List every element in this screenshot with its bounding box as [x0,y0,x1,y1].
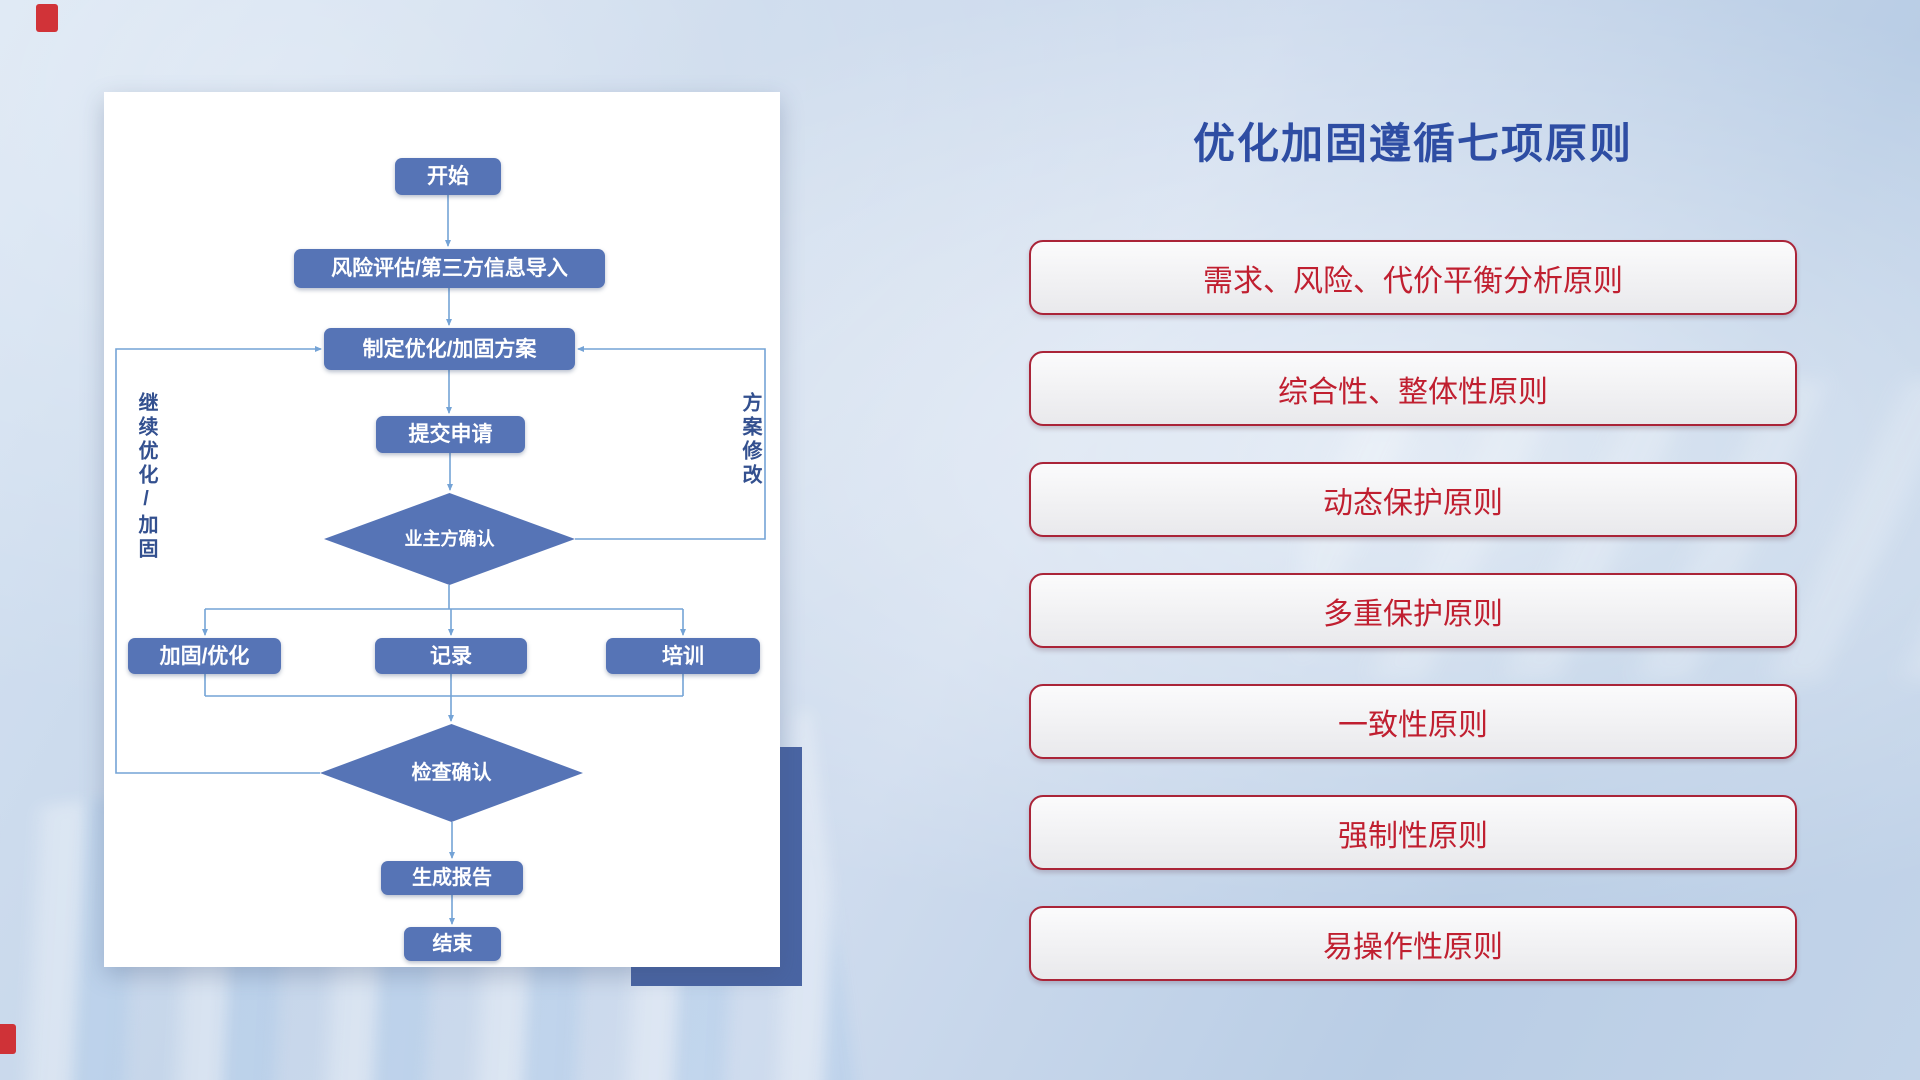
flow-node-report: 生成报告 [381,861,523,895]
principle-pill: 强制性原则 [1029,795,1797,870]
connector-lines [115,195,766,925]
principle-pill: 一致性原则 [1029,684,1797,759]
watermark-icon [0,1024,16,1054]
flow-node-make-plan: 制定优化/加固方案 [324,328,575,370]
principle-pill: 需求、风险、代价平衡分析原则 [1029,240,1797,315]
right-loop-label: 方案修改 [739,392,761,488]
flow-node-submit: 提交申请 [376,416,525,453]
principles-list: 需求、风险、代价平衡分析原则 综合性、整体性原则 动态保护原则 多重保护原则 一… [1029,240,1797,981]
principle-pill: 动态保护原则 [1029,462,1797,537]
left-loop-label: 继续优化/加固 [135,392,157,562]
flowchart-card: 开始 风险评估/第三方信息导入 制定优化/加固方案 提交申请 业主方确认 加固/… [104,92,780,967]
flow-node-risk-import: 风险评估/第三方信息导入 [294,249,605,288]
slide-title: 优化加固遵循七项原则 [1192,120,1633,167]
flow-node-end: 结束 [404,927,501,961]
flow-node-training: 培训 [606,638,760,674]
watermark-icon [36,4,58,32]
flow-node-harden: 加固/优化 [128,638,281,674]
flow-node-start: 开始 [395,158,501,195]
principle-pill: 易操作性原则 [1029,906,1797,981]
flowchart-connectors [115,195,766,925]
flow-node-record: 记录 [375,638,527,674]
principle-pill: 多重保护原则 [1029,573,1797,648]
principle-pill: 综合性、整体性原则 [1029,351,1797,426]
principles-panel: 优化加固遵循七项原则 需求、风险、代价平衡分析原则 综合性、整体性原则 动态保护… [1029,110,1797,981]
